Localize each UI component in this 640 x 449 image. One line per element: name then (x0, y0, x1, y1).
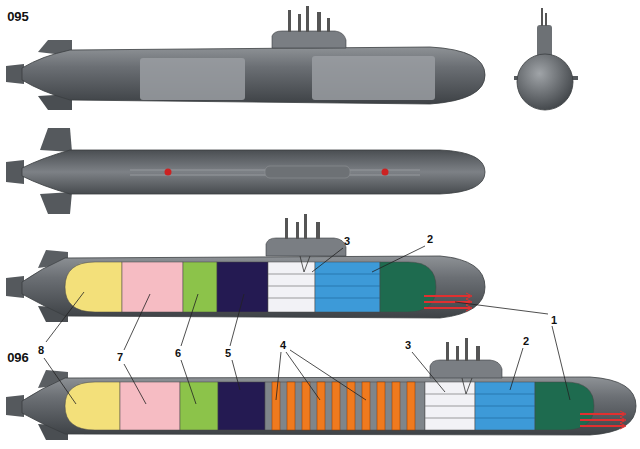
callout-number: 5 (225, 348, 231, 359)
leader-lines (44, 246, 570, 404)
callout-number: 3 (344, 236, 350, 247)
cutaway-095 (6, 214, 485, 322)
callout-number: 3 (405, 340, 411, 351)
callout-number: 2 (427, 234, 433, 245)
callout-number: 4 (280, 340, 286, 351)
callout-number: 7 (117, 352, 123, 363)
model-label: 095 (7, 10, 29, 23)
callout-number: 2 (523, 336, 529, 347)
cutaway-096 (6, 338, 636, 440)
model-label: 096 (7, 351, 29, 364)
callout-number: 8 (38, 345, 44, 356)
front-view (514, 8, 578, 110)
callout-number: 6 (175, 348, 181, 359)
callout-number: 1 (551, 315, 557, 326)
side-view (6, 6, 485, 110)
top-view (6, 128, 485, 214)
